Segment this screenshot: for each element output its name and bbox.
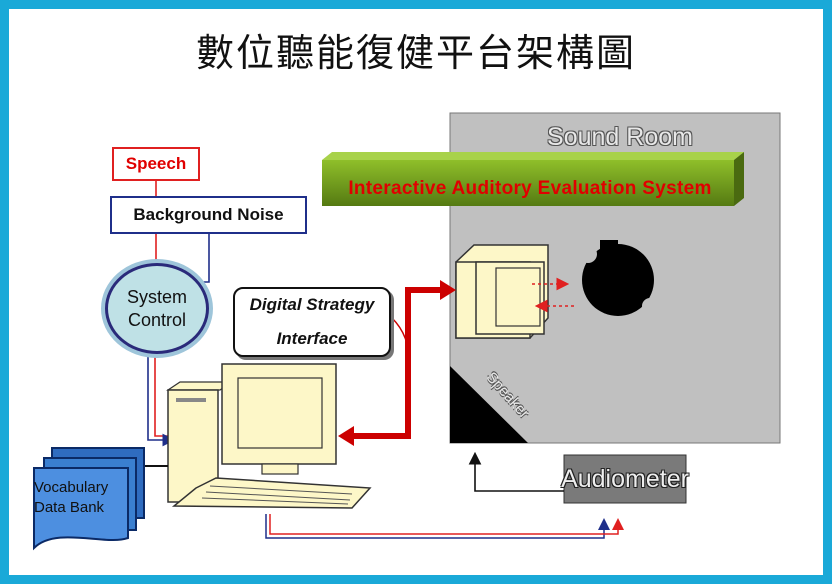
data-link-arrow xyxy=(338,280,456,446)
digital-strategy-label-line1: Digital Strategy xyxy=(249,295,375,314)
sound-room-label: Sound Room xyxy=(547,122,693,151)
audiometer-box xyxy=(563,454,687,504)
evaluation-system-label: Interactive Auditory Evaluation System xyxy=(348,178,712,199)
result-line-blue xyxy=(265,514,610,539)
system-control-node: System Control xyxy=(105,263,209,354)
noise-line xyxy=(147,234,210,440)
vocabulary-data-bank-label: Vocabulary Data Bank xyxy=(34,476,128,520)
audiometer-speaker-line xyxy=(468,451,564,492)
evaluation-system-bar xyxy=(322,152,744,206)
computer-monitor-icon xyxy=(221,363,337,475)
digital-strategy-label-line2: Interface xyxy=(276,329,348,348)
background-noise-label: Background Noise xyxy=(110,196,307,234)
speech-label: Speech xyxy=(112,147,200,181)
audiometer-label: Audiometer xyxy=(561,464,689,493)
digital-strategy-interface-node: Digital Strategy Interface xyxy=(233,287,391,357)
speaker-shape xyxy=(450,366,528,443)
vocabulary-label-line2: Data Bank xyxy=(34,499,105,516)
diagram-title: 數位聽能復健平台架構圖 xyxy=(195,31,636,75)
system-control-label-line2: Control xyxy=(127,309,187,330)
sound-room-monitor-icon xyxy=(455,244,549,339)
vocabulary-label-line1: Vocabulary xyxy=(34,479,109,496)
system-control-label-line1: System xyxy=(126,286,187,307)
vocabulary-data-bank-icon xyxy=(33,447,145,551)
keyboard-icon xyxy=(171,477,372,509)
result-line-red xyxy=(269,514,624,535)
listener-head-icon xyxy=(579,240,658,316)
